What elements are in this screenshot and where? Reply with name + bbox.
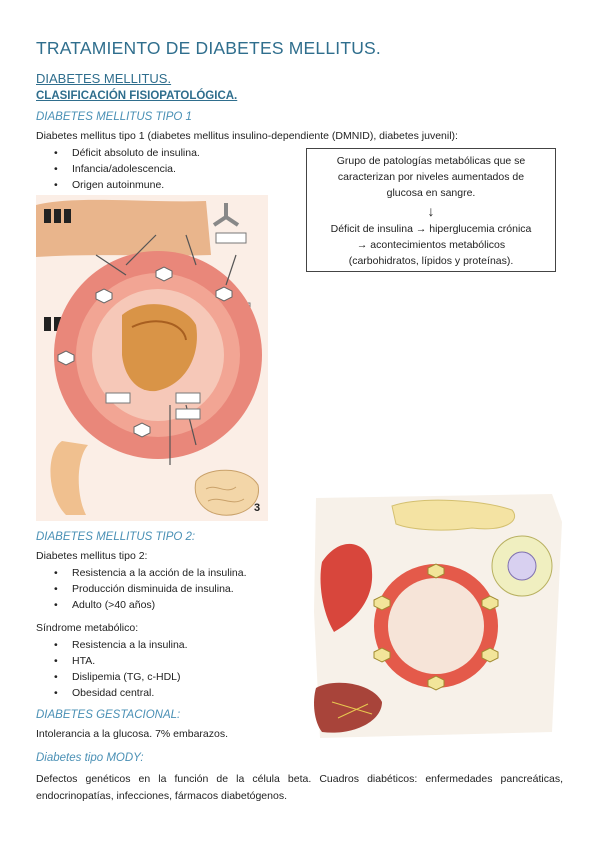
list-item: Resistencia a la insulina.: [36, 637, 188, 653]
tipo2-intro: Diabetes mellitus tipo 2:: [36, 550, 148, 562]
tipo1-list: Déficit absoluto de insulina. Infancia/a…: [36, 145, 200, 193]
tipo1-intro: Diabetes mellitus tipo 1 (diabetes melli…: [36, 130, 458, 142]
tipo2-heading: DIABETES MELLITUS TIPO 2:: [36, 531, 196, 543]
sindrome-list: Resistencia a la insulina. HTA. Dislipem…: [36, 637, 188, 701]
list-item: Infancia/adolescencia.: [36, 161, 200, 177]
page-title: TRATAMIENTO DE DIABETES MELLITUS.: [36, 38, 381, 58]
list-item: Obesidad central.: [36, 685, 188, 701]
list-item: Resistencia a la acción de la insulina.: [36, 565, 247, 581]
sindrome-intro: Síndrome metabólico:: [36, 622, 139, 634]
diabetes-type1-figure: 3: [36, 195, 268, 521]
mody-heading: Diabetes tipo MODY:: [36, 752, 144, 764]
list-item: Déficit absoluto de insulina.: [36, 145, 200, 161]
box-line: caracterizan por niveles aumentados de: [337, 171, 525, 183]
box-line: Déficit de insulina → hiperglucemia crón…: [330, 223, 532, 235]
mody-text: Defectos genéticos en la función de la c…: [36, 773, 563, 802]
box-line: → acontecimientos metabólicos: [356, 239, 506, 251]
gestacional-text: Intolerancia a la glucosa. 7% embarazos.: [36, 728, 229, 740]
list-item: Dislipemia (TG, c-HDL): [36, 669, 188, 685]
tipo2-list: Resistencia a la acción de la insulina. …: [36, 565, 247, 613]
down-arrow-icon: ↓: [427, 203, 435, 219]
gestacional-heading: DIABETES GESTACIONAL:: [36, 709, 181, 721]
section-heading: DIABETES MELLITUS.: [36, 71, 172, 86]
tipo1-heading: DIABETES MELLITUS TIPO 1: [36, 111, 192, 123]
diabetes-type2-figure: [314, 494, 562, 738]
box-line: (carbohidratos, lípidos y proteínas).: [348, 255, 514, 267]
figure-number: 3: [254, 502, 260, 514]
list-item: HTA.: [36, 653, 188, 669]
box-line: glucosa en sangre.: [386, 187, 476, 199]
list-item: Adulto (>40 años): [36, 597, 247, 613]
list-item: Producción disminuida de insulina.: [36, 581, 247, 597]
list-item: Origen autoinmune.: [36, 177, 200, 193]
box-line: Grupo de patologías metabólicas que se: [336, 155, 526, 167]
subsection-heading: CLASIFICACIÓN FISIOPATOLÓGICA.: [36, 90, 238, 102]
definition-box: Grupo de patologías metabólicas que se c…: [306, 148, 556, 272]
